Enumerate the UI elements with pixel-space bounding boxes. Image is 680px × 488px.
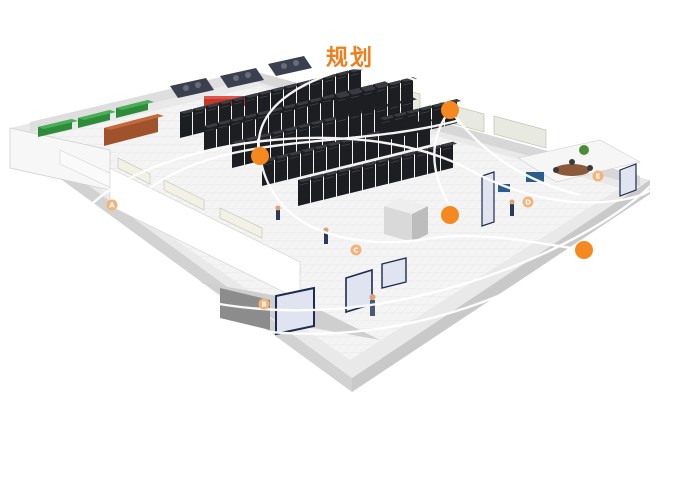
server-rack <box>180 109 196 138</box>
server-rack <box>298 177 314 206</box>
planning-nodes <box>251 101 593 259</box>
zone-markers: A B C D E <box>106 170 604 310</box>
server-rack <box>336 93 352 120</box>
battery-cabinets <box>104 114 164 146</box>
server-rack <box>324 170 340 200</box>
server-rack <box>311 173 327 203</box>
zone-badge-b: B <box>258 298 270 310</box>
server-rack <box>301 147 317 177</box>
server-rack <box>288 150 304 180</box>
server-rack <box>441 141 457 171</box>
server-rack <box>402 151 418 181</box>
server-rack <box>243 113 259 143</box>
server-rack <box>295 100 311 130</box>
control-room <box>498 139 641 192</box>
server-rack <box>389 154 405 184</box>
server-rack <box>314 144 330 174</box>
server-rack <box>269 107 285 136</box>
zone-badge-d: D <box>522 196 534 208</box>
planning-arcs <box>55 66 657 335</box>
server-rack <box>350 164 366 194</box>
page-title: 规划 <box>326 46 375 71</box>
server-rack <box>349 89 365 117</box>
server-rack <box>193 105 209 135</box>
server-rack <box>363 161 379 190</box>
server-rack <box>204 123 220 152</box>
server-rack <box>282 103 298 133</box>
server-rack <box>232 139 248 168</box>
technicians <box>275 199 515 316</box>
server-rack <box>284 126 300 156</box>
server-rack <box>271 129 287 159</box>
planning-node <box>441 206 459 224</box>
server-rack <box>376 157 392 187</box>
server-rack <box>388 80 404 108</box>
chillers <box>170 56 312 98</box>
server-rack <box>275 153 291 183</box>
pdu-cabinets <box>117 157 263 239</box>
zone-label: B <box>261 301 266 309</box>
server-rack <box>308 97 324 127</box>
floor-slab <box>10 72 650 392</box>
zone-badge-a: A <box>106 199 118 211</box>
server-rack <box>321 94 337 124</box>
server-rack <box>419 105 435 133</box>
zone-label: D <box>525 199 531 207</box>
zone-label: C <box>353 247 358 255</box>
ups-cabinets <box>38 100 154 137</box>
server-rack <box>217 119 233 149</box>
server-rack <box>230 116 246 146</box>
zone-badge-c: C <box>350 244 362 256</box>
zone-badge-e: E <box>592 170 604 182</box>
zone-label: E <box>596 173 601 181</box>
isolation-booth <box>384 198 428 242</box>
server-rack <box>337 167 353 197</box>
server-rack <box>327 141 343 170</box>
planning-node <box>575 241 593 259</box>
server-rack <box>375 83 391 111</box>
zone-label: A <box>109 202 115 210</box>
server-rack <box>362 86 378 114</box>
planning-node <box>251 147 269 165</box>
planning-node <box>441 101 459 119</box>
